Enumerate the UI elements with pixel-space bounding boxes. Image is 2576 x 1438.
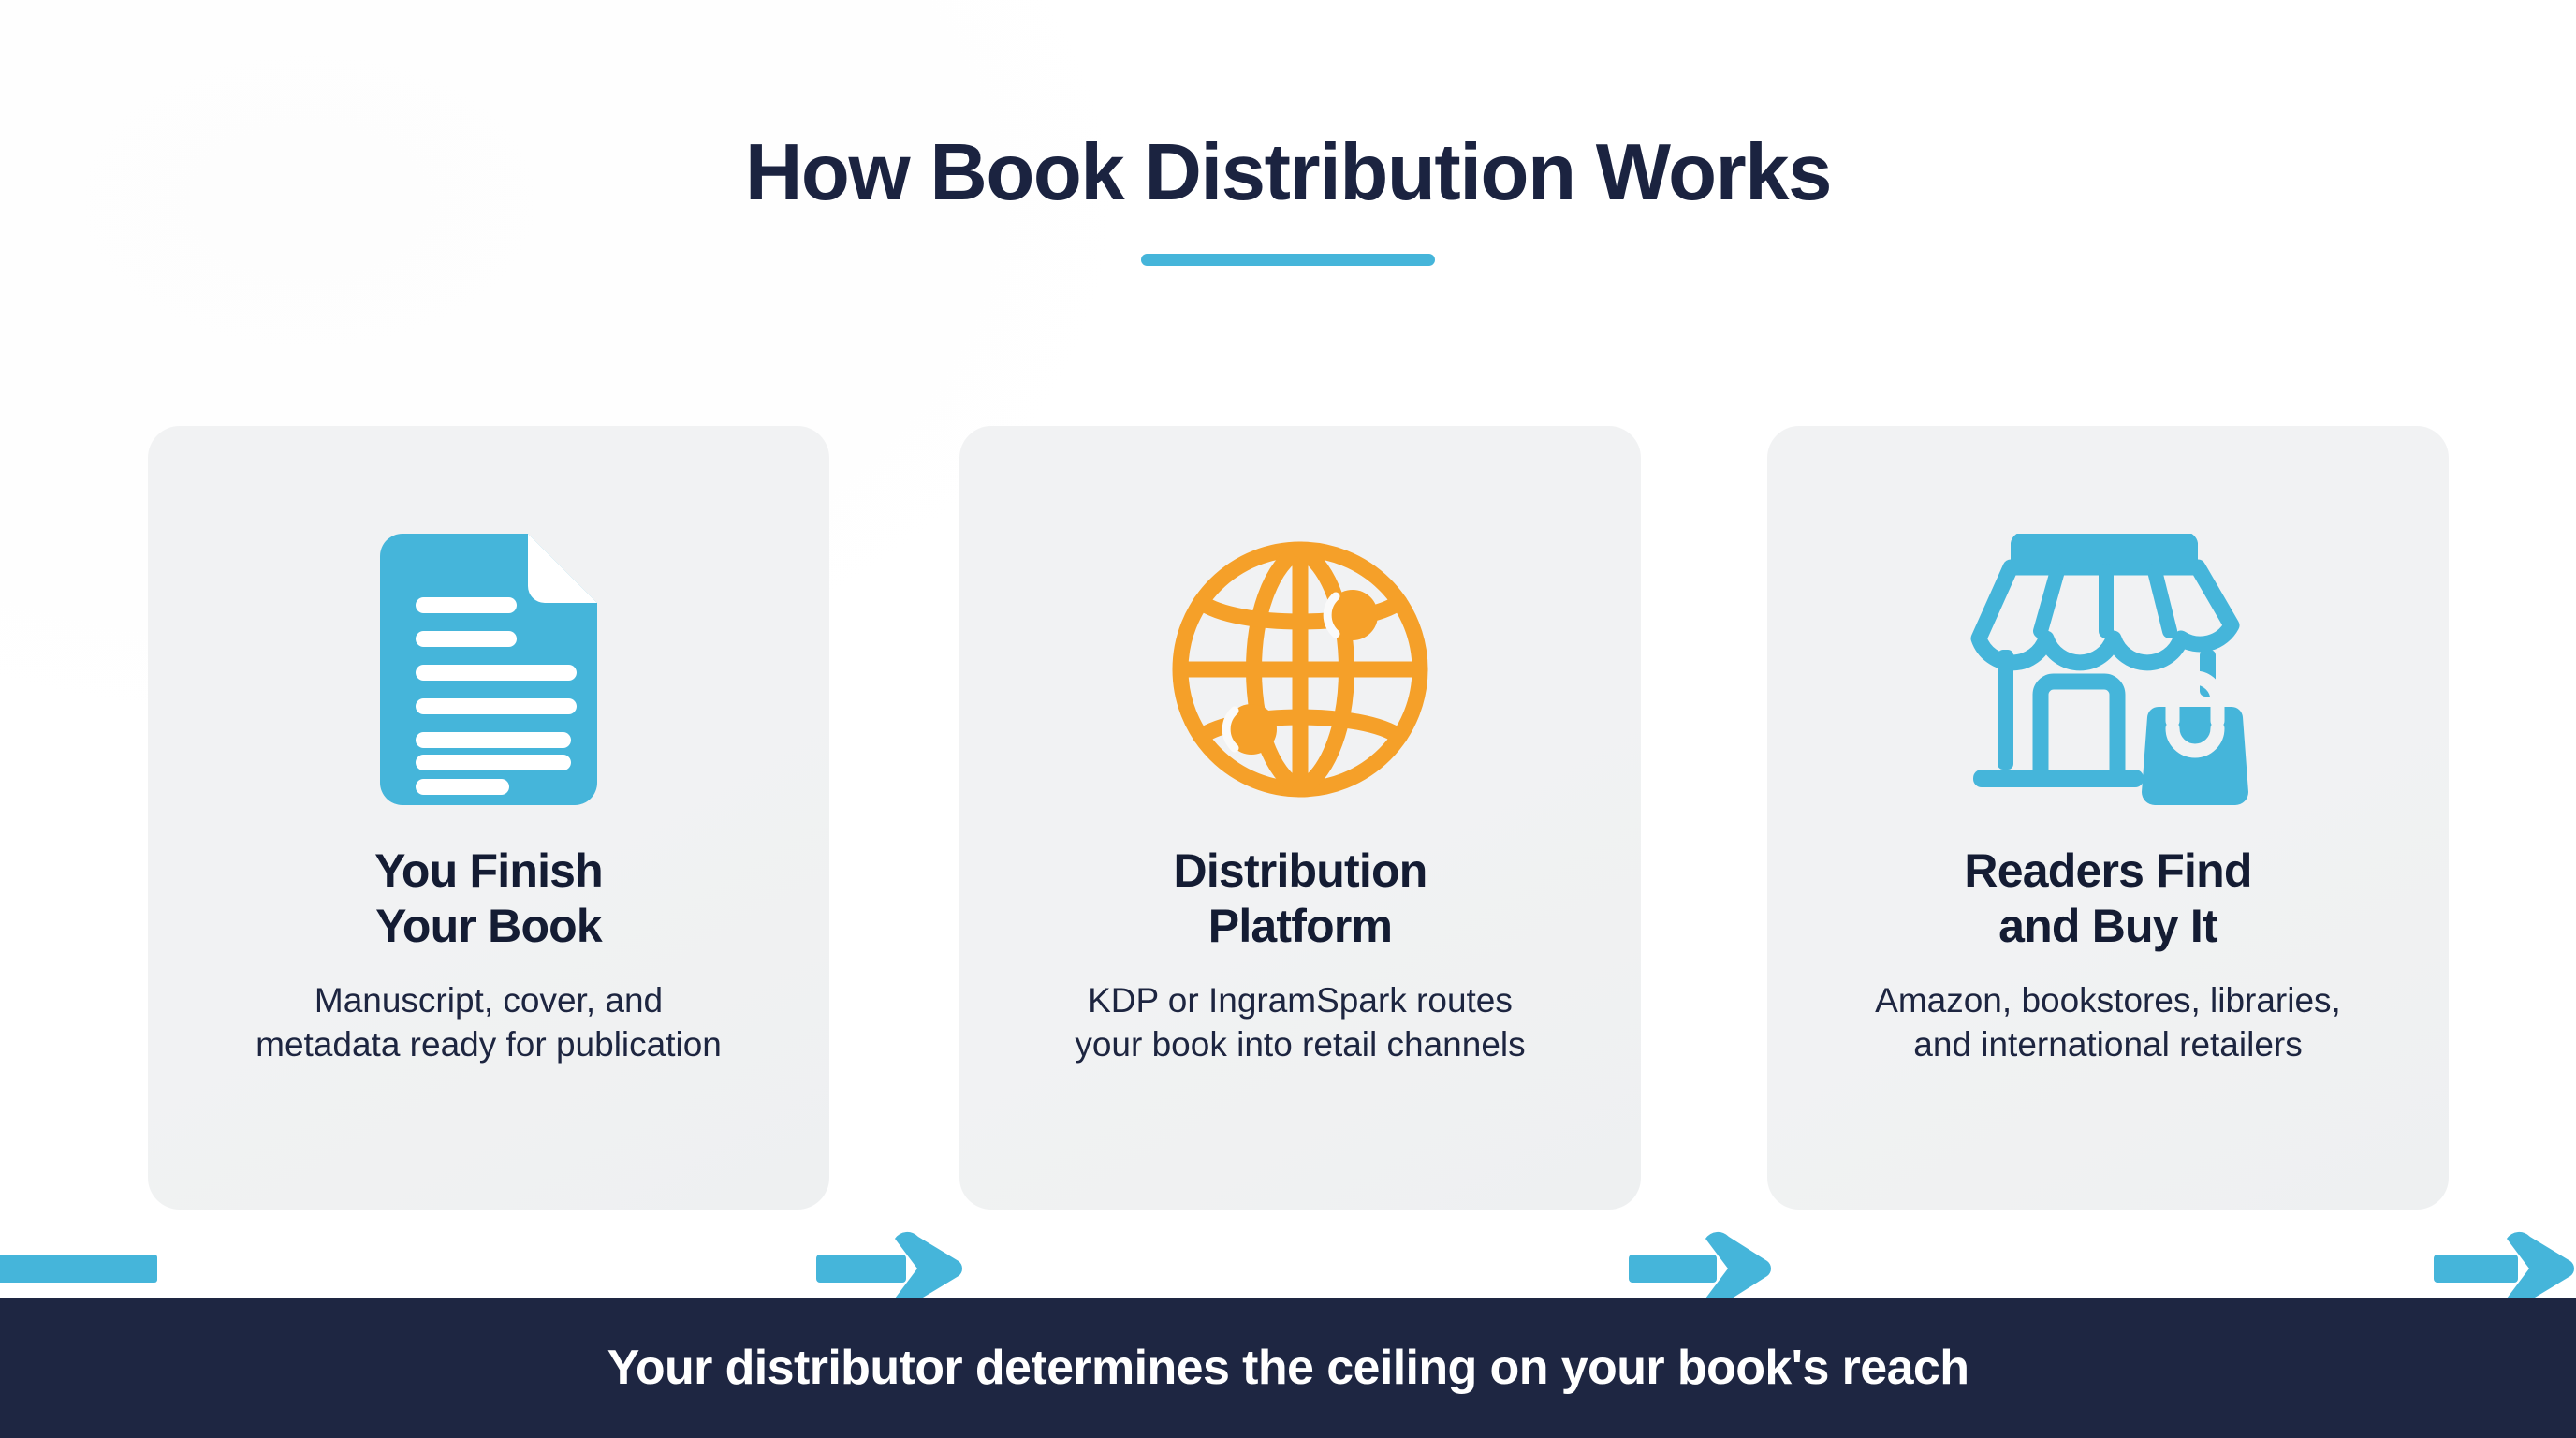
step-card-1-description: Manuscript, cover, and metadata ready fo…: [256, 981, 722, 1064]
page-title: How Book Distribution Works: [744, 128, 1832, 217]
connector-arrow-left-edge: [0, 1227, 157, 1310]
step-card-2-title: Distribution Platform: [1173, 844, 1428, 952]
connector-arrow-right-edge: [2434, 1227, 2576, 1310]
document-lines-icon: [367, 529, 610, 810]
step-card-1-title: You Finish Your Book: [374, 844, 604, 952]
flow-row: You Finish Your Book Manuscript, cover, …: [0, 426, 2576, 1306]
step-card-3-title: Readers Find and Buy It: [1964, 844, 2252, 952]
step-card-3: Readers Find and Buy It Amazon, bookstor…: [1767, 426, 2449, 1210]
step-card-1: You Finish Your Book Manuscript, cover, …: [148, 426, 829, 1210]
globe-network-icon: [1169, 529, 1431, 810]
storefront-shopping-bag-icon: [1968, 529, 2248, 810]
connector-arrow-1: [816, 1227, 966, 1310]
title-block: How Book Distribution Works: [0, 128, 2576, 266]
step-card-2: Distribution Platform KDP or IngramSpark…: [959, 426, 1641, 1210]
footer-text: Your distributor determines the ceiling …: [607, 1341, 1969, 1395]
connector-arrow-2: [1629, 1227, 1775, 1310]
step-card-2-description: KDP or IngramSpark routes your book into…: [1075, 981, 1526, 1064]
step-card-3-description: Amazon, bookstores, libraries, and inter…: [1875, 981, 2341, 1064]
footer-banner: Your distributor determines the ceiling …: [0, 1298, 2576, 1438]
title-accent-bar: [1141, 253, 1435, 266]
